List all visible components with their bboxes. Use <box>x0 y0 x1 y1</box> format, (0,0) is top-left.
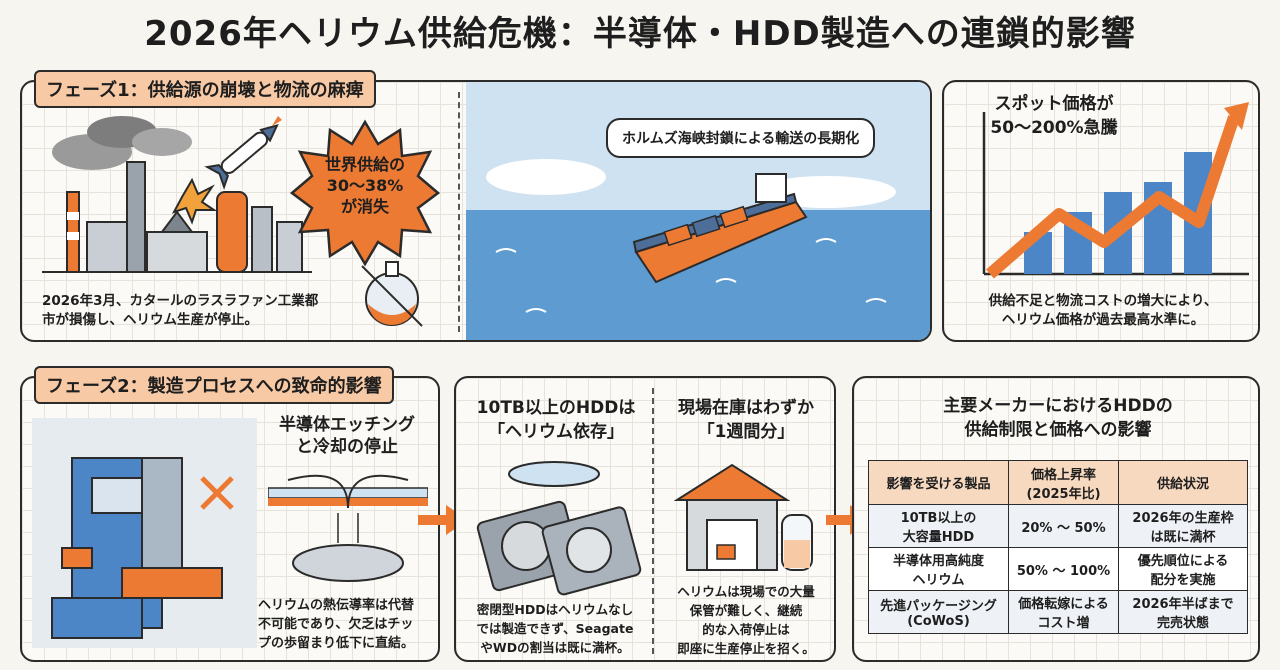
table-cell: 50% 〜 100% <box>1008 547 1119 591</box>
price-caption-1: 供給不足と物流コストの増大により、 <box>988 293 1218 309</box>
price-title-1: スポット価格が <box>994 94 1114 114</box>
price-caption-2: ヘリウム価格が過去最高水準に。 <box>1001 312 1205 328</box>
maker-table-panel: 主要メーカーにおけるHDDの 供給制限と価格への影響 影響を受ける製品 価格上昇… <box>852 376 1260 662</box>
table-cell: 20% 〜 50% <box>1008 504 1119 548</box>
warehouse-illustration <box>673 463 813 571</box>
table-row: 半導体用高純度 ヘリウム 50% 〜 100% 優先順位による 配分を実施 <box>868 547 1248 591</box>
col-header-supply: 供給状況 <box>1118 460 1248 505</box>
phase1-caption-1: 2026年3月、カタールのラスラファン工業都 <box>42 293 319 309</box>
phase1-panel: 世界供給の 30〜38% が消失 2026年3月、カタールのラスラファン工業都 … <box>20 80 932 342</box>
etch-caption-2: 不可能であり、欠乏はチッ <box>258 617 414 632</box>
table-row: 10TB以上の 大容量HDD 20% 〜 50% 2026年の生産枠 は既に満杯 <box>868 504 1248 548</box>
page-title: 2026年ヘリウム供給危機：半導体・HDD製造への連鎖的影響 <box>144 14 1136 54</box>
burst-badge <box>290 119 440 267</box>
ship-speech-bubble: ホルムズ海峡封鎖による輸送の長期化 <box>606 118 876 158</box>
maker-title-2: 供給制限と価格への影響 <box>964 420 1152 440</box>
hdd-title-2: 「ヘリウム依存」 <box>488 422 624 442</box>
burst-line-2: 30〜38% <box>326 176 404 195</box>
ship-scene <box>466 82 930 340</box>
phase1-divider <box>458 92 460 332</box>
maker-title-1: 主要メーカーにおけるHDDの <box>943 396 1173 416</box>
hdd-stock-panel: 10TB以上のHDDは 「ヘリウム依存」 密閉型HDDはヘリウムなし では製造で… <box>454 376 836 662</box>
col-header-product: 影響を受ける製品 <box>868 460 1009 505</box>
etching-diagram <box>268 474 428 582</box>
missile-icon <box>204 116 282 190</box>
phase1-label: フェーズ1：供給源の崩壊と物流の麻痺 <box>34 70 376 108</box>
hdd-stock-divider <box>652 388 654 654</box>
burst-line-3: が消失 <box>340 197 389 216</box>
etch-title-1: 半導体エッチング <box>279 415 415 435</box>
col-header-price-text: 価格上昇率 (2025年比) <box>1026 467 1101 502</box>
price-rise-chart <box>982 102 1249 279</box>
col-header-price: 価格上昇率 (2025年比) <box>1008 460 1119 505</box>
table-cell: 2026年の生産枠 は既に満杯 <box>1118 504 1248 548</box>
hdd-illustration <box>476 461 642 596</box>
hdd-caption-2: では製造できず、Seagate <box>476 621 634 636</box>
hdd-title-1: 10TB以上のHDDは <box>476 398 636 418</box>
table-header-row: 影響を受ける製品 価格上昇率 (2025年比) 供給状況 <box>868 460 1248 505</box>
phase1-caption-2: 市が損傷し、ヘリウム生産が停止。 <box>42 312 258 328</box>
table-cell: 優先順位による 配分を実施 <box>1118 547 1248 591</box>
maker-impact-table: 影響を受ける製品 価格上昇率 (2025年比) 供給状況 10TB以上の 大容量… <box>868 460 1248 634</box>
ship-bubble-text: ホルムズ海峡封鎖による輸送の長期化 <box>622 131 860 147</box>
factory-illustration <box>42 116 312 273</box>
stock-caption-2: 保管が難しく、継続 <box>689 603 803 618</box>
table-row: 先進パッケージング (CoWoS) 価格転嫁による コスト増 2026年半ばまで… <box>868 590 1248 634</box>
hdd-caption-1: 密閉型HDDはヘリウムなし <box>476 602 634 617</box>
table-cell: 先進パッケージング (CoWoS) <box>868 590 1009 634</box>
stock-caption-3: 的な入荷停止は <box>702 622 790 637</box>
phase2-panel: 半導体エッチング と冷却の停止 ヘリウムの熱伝導率は代替 不可能であり、欠乏はチ… <box>20 376 440 662</box>
hdd-caption-3: やWDの割当は既に満杯。 <box>480 640 630 655</box>
cleanroom-machine-illustration <box>32 418 257 648</box>
burst-line-1: 世界供給の <box>324 155 405 174</box>
etch-caption-3: プの歩留まり低下に直結。 <box>258 636 415 651</box>
table-cell: 半導体用高純度 ヘリウム <box>868 547 1009 591</box>
stock-caption-1: ヘリウムは現場での大量 <box>677 584 815 599</box>
etch-caption-1: ヘリウムの熱伝導率は代替 <box>258 598 415 613</box>
price-title-2: 50〜200%急騰 <box>990 118 1118 138</box>
phase2-label: フェーズ2：製造プロセスへの致命的影響 <box>34 366 394 404</box>
stock-title-2: 「1週間分」 <box>697 422 795 442</box>
table-cell: 価格転嫁による コスト増 <box>1008 590 1119 634</box>
etch-title-2: と冷却の停止 <box>296 437 398 457</box>
price-panel: スポット価格が 50〜200%急騰 供給不足と物流コストの増大により、 ヘリウム… <box>942 80 1260 342</box>
table-cell: 10TB以上の 大容量HDD <box>868 504 1009 548</box>
stock-caption-4: 即座に生産停止を招く。 <box>677 641 815 656</box>
helium-flask-icon <box>361 261 423 327</box>
table-cell: 2026年半ばまで 完売状態 <box>1118 590 1248 634</box>
stock-title-1: 現場在庫はわずか <box>678 398 814 418</box>
